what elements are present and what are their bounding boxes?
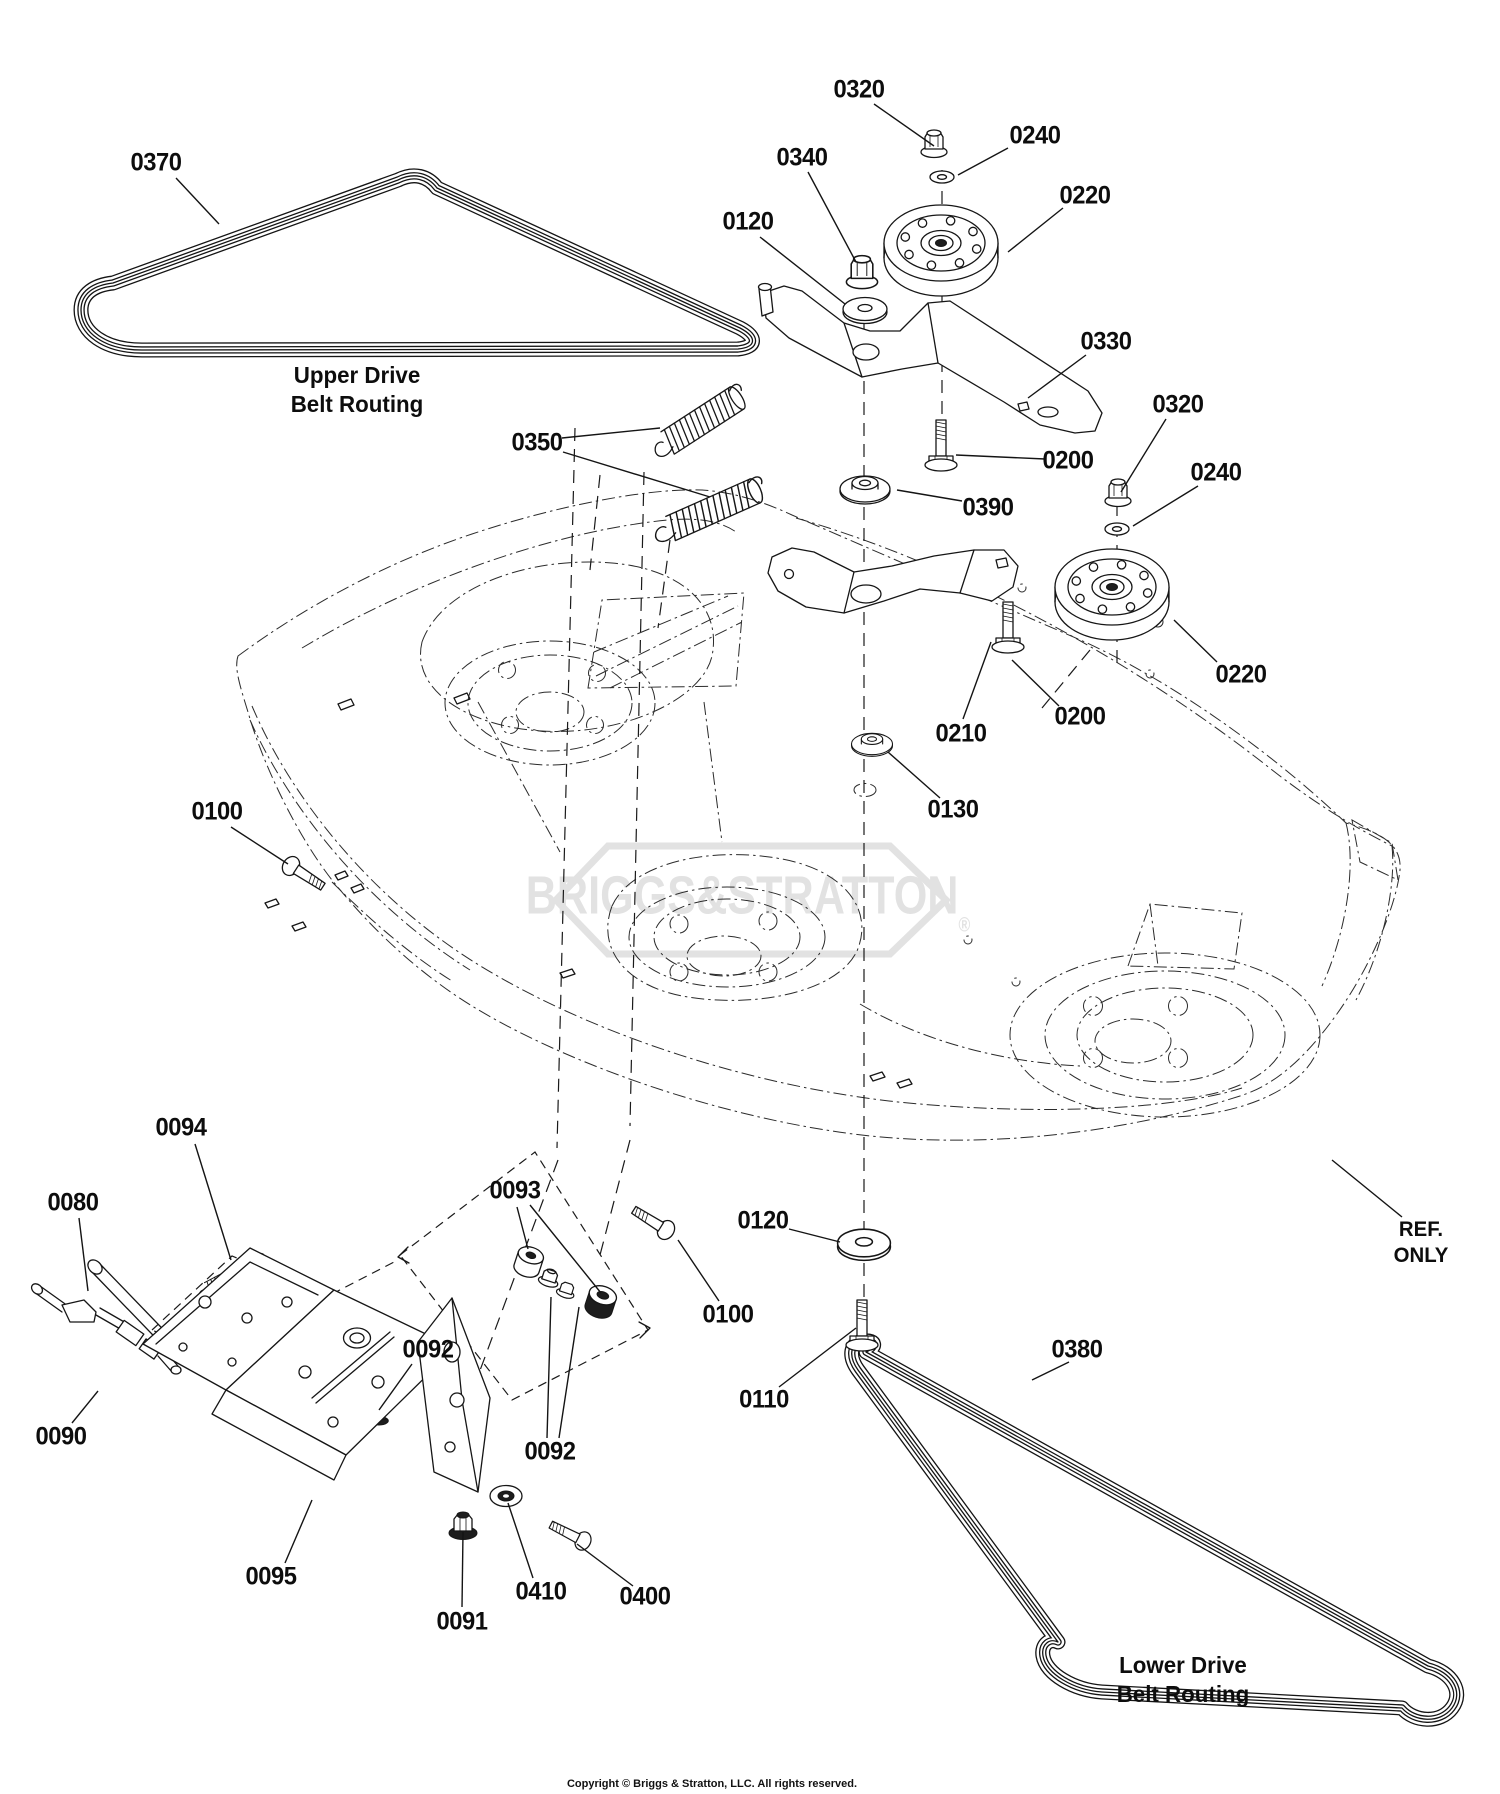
leader-lines bbox=[71, 103, 1403, 1608]
part-callout-0220: 0220 bbox=[1059, 181, 1111, 210]
lower-belt-caption-line2: Belt Routing bbox=[1116, 1681, 1250, 1707]
deck-hanger-bracket bbox=[142, 1247, 491, 1493]
part-callout-0200: 0200 bbox=[1054, 702, 1106, 731]
mower-deck-ref-outline bbox=[236, 489, 1401, 1141]
watermark-text: BRIGGS&STRATTON bbox=[525, 865, 959, 926]
part-callout-0410: 0410 bbox=[515, 1577, 567, 1606]
part-callout-0330: 0330 bbox=[1080, 327, 1132, 356]
part-callout-0120: 0120 bbox=[737, 1206, 789, 1235]
part-callout-0340: 0340 bbox=[776, 143, 828, 172]
part-callout-0370: 0370 bbox=[130, 148, 182, 177]
part-callout-0130: 0130 bbox=[927, 795, 979, 824]
part-callout-0240: 0240 bbox=[1009, 121, 1061, 150]
upper-belt-caption-line2: Belt Routing bbox=[290, 391, 424, 417]
part-callout-0100: 0100 bbox=[191, 797, 243, 826]
upper-belt-caption-line1: Upper Drive bbox=[293, 362, 421, 388]
part-callout-0092: 0092 bbox=[524, 1437, 576, 1466]
ref-only-note: REF. ONLY bbox=[1394, 1217, 1449, 1269]
part-callout-0095: 0095 bbox=[245, 1562, 297, 1591]
copyright-notice: Copyright © Briggs & Stratton, LLC. All … bbox=[566, 1778, 858, 1790]
part-callout-0092: 0092 bbox=[402, 1335, 454, 1364]
idler-arm-lower bbox=[767, 547, 1019, 614]
upper-drive-belt bbox=[73, 168, 760, 358]
part-callout-0390: 0390 bbox=[962, 493, 1014, 522]
part-callout-0240: 0240 bbox=[1190, 458, 1242, 487]
idler-pulley-lower bbox=[1054, 548, 1170, 641]
part-callout-0320: 0320 bbox=[833, 75, 885, 104]
part-callout-0400: 0400 bbox=[619, 1582, 671, 1611]
part-callout-0090: 0090 bbox=[35, 1422, 87, 1451]
part-callout-0091: 0091 bbox=[436, 1607, 488, 1636]
part-callout-0320: 0320 bbox=[1152, 390, 1204, 419]
watermark-emblem-outline bbox=[551, 842, 952, 958]
upper-belt-caption: Upper Drive Belt Routing bbox=[291, 361, 424, 419]
registered-mark: ® bbox=[958, 914, 971, 937]
lift-rod-assembly bbox=[30, 1259, 187, 1375]
part-callout-0220: 0220 bbox=[1215, 660, 1267, 689]
briggs-stratton-watermark: BRIGGS&STRATTON® bbox=[526, 865, 971, 938]
hardware bbox=[278, 129, 1132, 1554]
part-callout-0093: 0093 bbox=[489, 1176, 541, 1205]
part-callout-0380: 0380 bbox=[1051, 1335, 1103, 1364]
part-callout-0094: 0094 bbox=[155, 1113, 207, 1142]
idler-pulley-upper bbox=[883, 204, 999, 297]
part-callout-0110: 0110 bbox=[739, 1385, 789, 1414]
part-callout-0210: 0210 bbox=[935, 719, 987, 748]
part-callout-0100: 0100 bbox=[702, 1300, 754, 1329]
part-callout-0080: 0080 bbox=[47, 1188, 99, 1217]
lower-belt-caption: Lower Drive Belt Routing bbox=[1117, 1651, 1250, 1709]
part-callout-0200: 0200 bbox=[1042, 446, 1094, 475]
part-callout-0350: 0350 bbox=[511, 428, 563, 457]
part-callout-0120: 0120 bbox=[722, 207, 774, 236]
ref-only-line1: REF. bbox=[1398, 1218, 1444, 1241]
idler-arm-upper bbox=[757, 282, 1103, 434]
lower-belt-caption-line1: Lower Drive bbox=[1119, 1652, 1247, 1678]
ref-only-line2: ONLY bbox=[1393, 1244, 1449, 1267]
